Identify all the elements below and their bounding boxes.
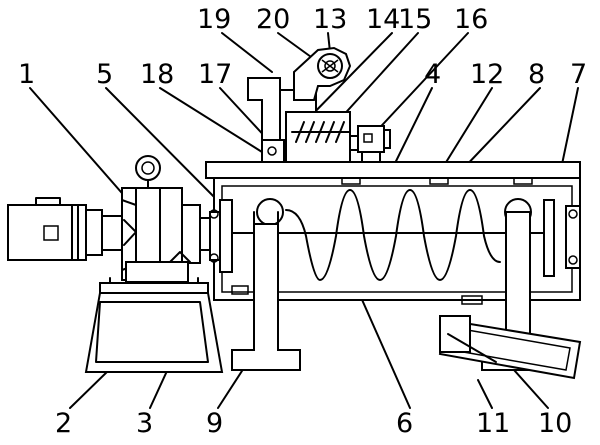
label-11: 11	[476, 408, 510, 439]
left-support-leg	[231, 211, 301, 371]
leader-14	[304, 32, 393, 123]
label-18: 18	[140, 59, 174, 90]
base-stand	[84, 277, 224, 373]
label-6: 6	[396, 408, 413, 439]
leader-1	[29, 87, 129, 201]
label-20: 20	[256, 4, 290, 35]
label-1: 1	[18, 59, 35, 90]
label-3: 3	[136, 408, 153, 439]
lifting-ring	[135, 155, 161, 181]
discharge-chute	[438, 315, 582, 380]
part-labels: 1 5 18 17 19 20 13 14 15 16 4 12 8 7 2 3…	[18, 4, 587, 439]
label-19: 19	[197, 4, 231, 35]
feed-valve	[261, 139, 285, 163]
feed-assembly	[247, 46, 391, 163]
right-end-plate	[543, 199, 555, 277]
label-14: 14	[366, 4, 400, 35]
leader-11	[477, 379, 493, 409]
label-8: 8	[528, 59, 545, 90]
label-12: 12	[470, 59, 504, 90]
drive-motor	[7, 197, 123, 261]
feed-motor	[357, 125, 385, 153]
label-13: 13	[313, 4, 347, 35]
left-bearing	[256, 198, 284, 226]
label-2: 2	[55, 408, 72, 439]
label-7: 7	[570, 59, 587, 90]
label-17: 17	[198, 59, 232, 90]
leader-12	[439, 87, 493, 173]
label-5: 5	[96, 59, 113, 90]
leader-18	[159, 87, 263, 153]
label-15: 15	[398, 4, 432, 35]
leader-8	[459, 87, 541, 173]
leader-16	[371, 32, 469, 137]
trough-top-cover	[205, 161, 581, 179]
label-10: 10	[538, 408, 572, 439]
label-9: 9	[206, 408, 223, 439]
leader-5	[105, 87, 233, 216]
leader-19	[221, 32, 273, 73]
label-16: 16	[454, 4, 488, 35]
reducer-gearbox	[121, 155, 215, 283]
left-end-plate	[219, 199, 233, 273]
